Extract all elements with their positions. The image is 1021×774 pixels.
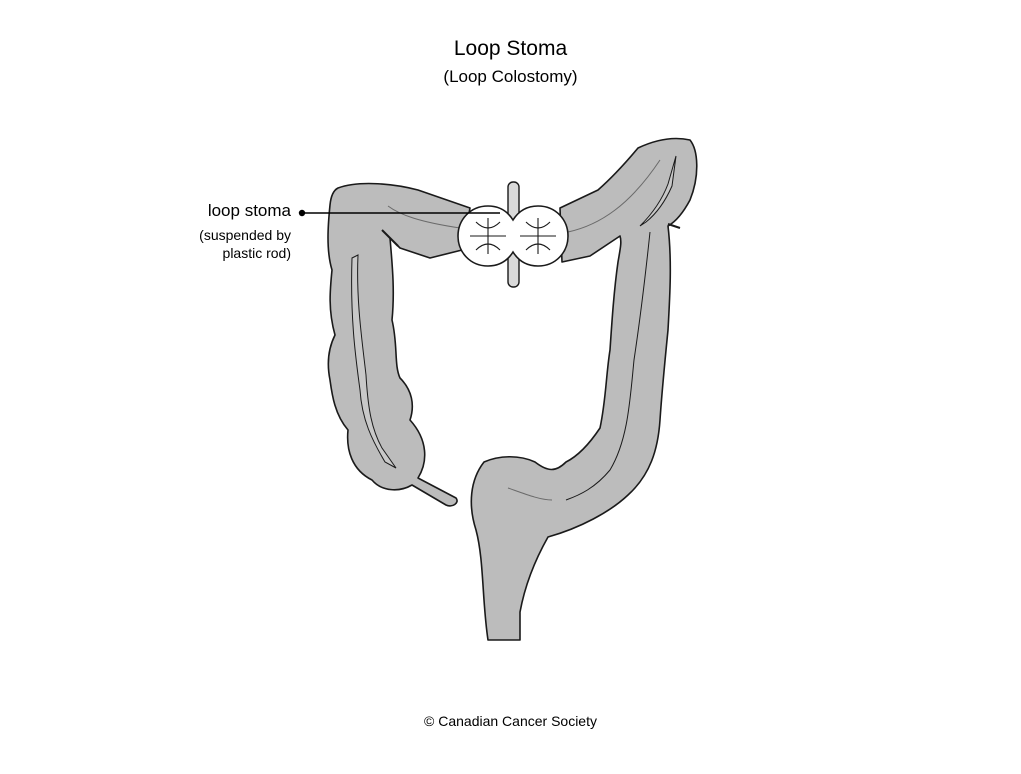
loop-stoma [457,205,569,267]
stoma-opening-right [520,218,556,254]
diagram-title: Loop Stoma [453,37,568,60]
ascending-colon [327,182,471,507]
copyright-credit: © Canadian Cancer Society [424,713,597,729]
splenic-flexure-fold [639,155,677,227]
hepatic-flexure-line [381,229,399,247]
transverse-inner-line [387,205,461,229]
loop-stoma-label: loop stoma [207,201,291,220]
loop-stoma-sublabel: (suspended by plastic rod) [199,226,291,262]
transverse-right-inner-line [567,159,661,233]
sublabel-line-1: (suspended by [199,227,291,243]
stoma-opening-left [470,218,506,254]
descending-inner-line [565,231,651,501]
descending-colon [470,137,698,641]
sigmoid-inner-line [507,487,553,501]
ascending-colon-fold [351,254,397,469]
sublabel-line-2: plastic rod) [222,245,291,261]
splenic-flexure-line [667,223,681,229]
diagram-subtitle: (Loop Colostomy) [443,67,578,86]
